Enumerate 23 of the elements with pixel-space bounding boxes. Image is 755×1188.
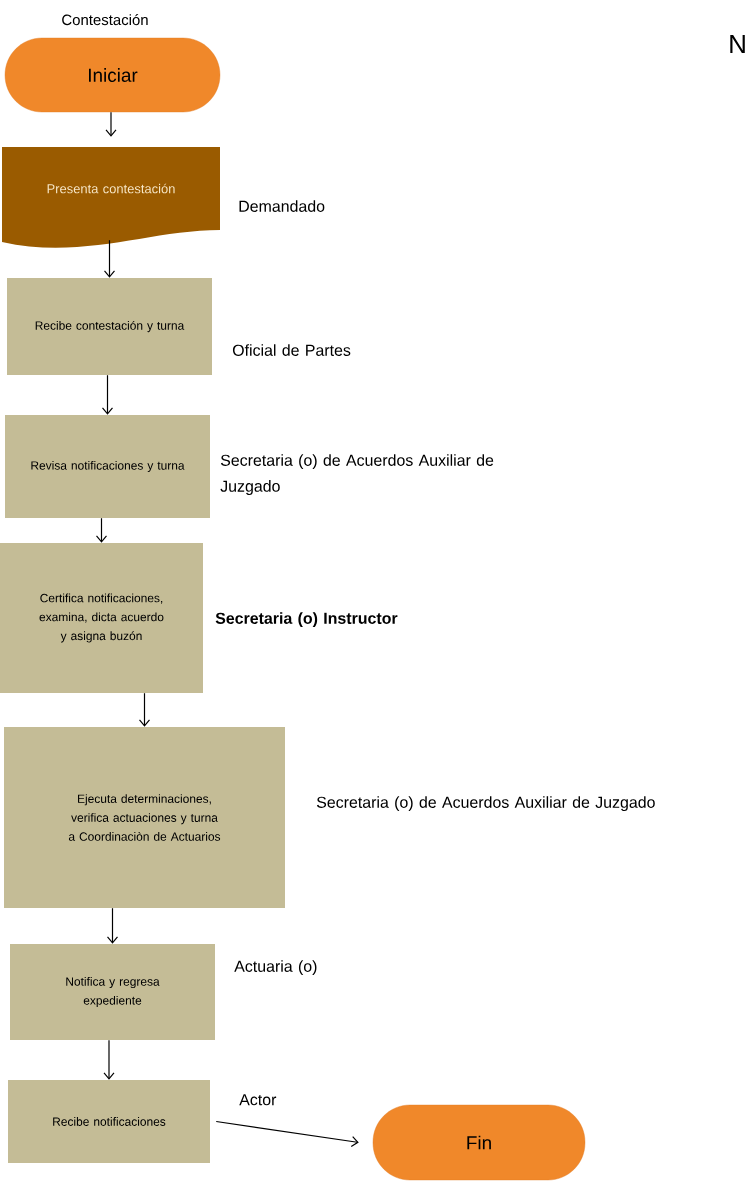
role-label: Demandado	[239, 200, 325, 212]
role-label: Secretaria (o) de Acuerdos Auxiliar de Juzgado	[220, 454, 494, 495]
arrow	[215, 1120, 359, 1148]
process-box: Revisa notificaciones y turna	[5, 415, 210, 518]
process-box: Certifica notificaciones, examina, dicta acuerdo y asigna buzón	[0, 543, 203, 693]
process-box: Ejecuta determinaciones, verifica actuaciones y turna a Coordinaciòn de Actuarios	[4, 727, 285, 908]
arrow	[105, 111, 117, 137]
role-label: Secretaria (o) de Acuerdos Auxiliar de Juzgado	[316, 796, 655, 812]
role-label: Actuaria (o)	[234, 960, 317, 976]
process-box: Recibe contestación y turna	[7, 278, 212, 375]
role-label: Actor	[239, 1094, 277, 1106]
arrow	[106, 907, 119, 944]
role-label: Oficial de Partes	[232, 344, 351, 356]
arrow	[103, 1039, 115, 1080]
page-letter: N	[730, 35, 745, 53]
process-box: Recibe notificaciones	[8, 1080, 210, 1163]
heading: Contestación	[62, 14, 148, 26]
arrow	[95, 517, 108, 543]
arrow	[101, 374, 114, 415]
role-label: Secretaria (o) Instructor	[215, 612, 398, 628]
arrow	[138, 692, 151, 727]
arrow	[103, 239, 116, 278]
process-box: Notifica y regresa expediente	[10, 944, 215, 1040]
